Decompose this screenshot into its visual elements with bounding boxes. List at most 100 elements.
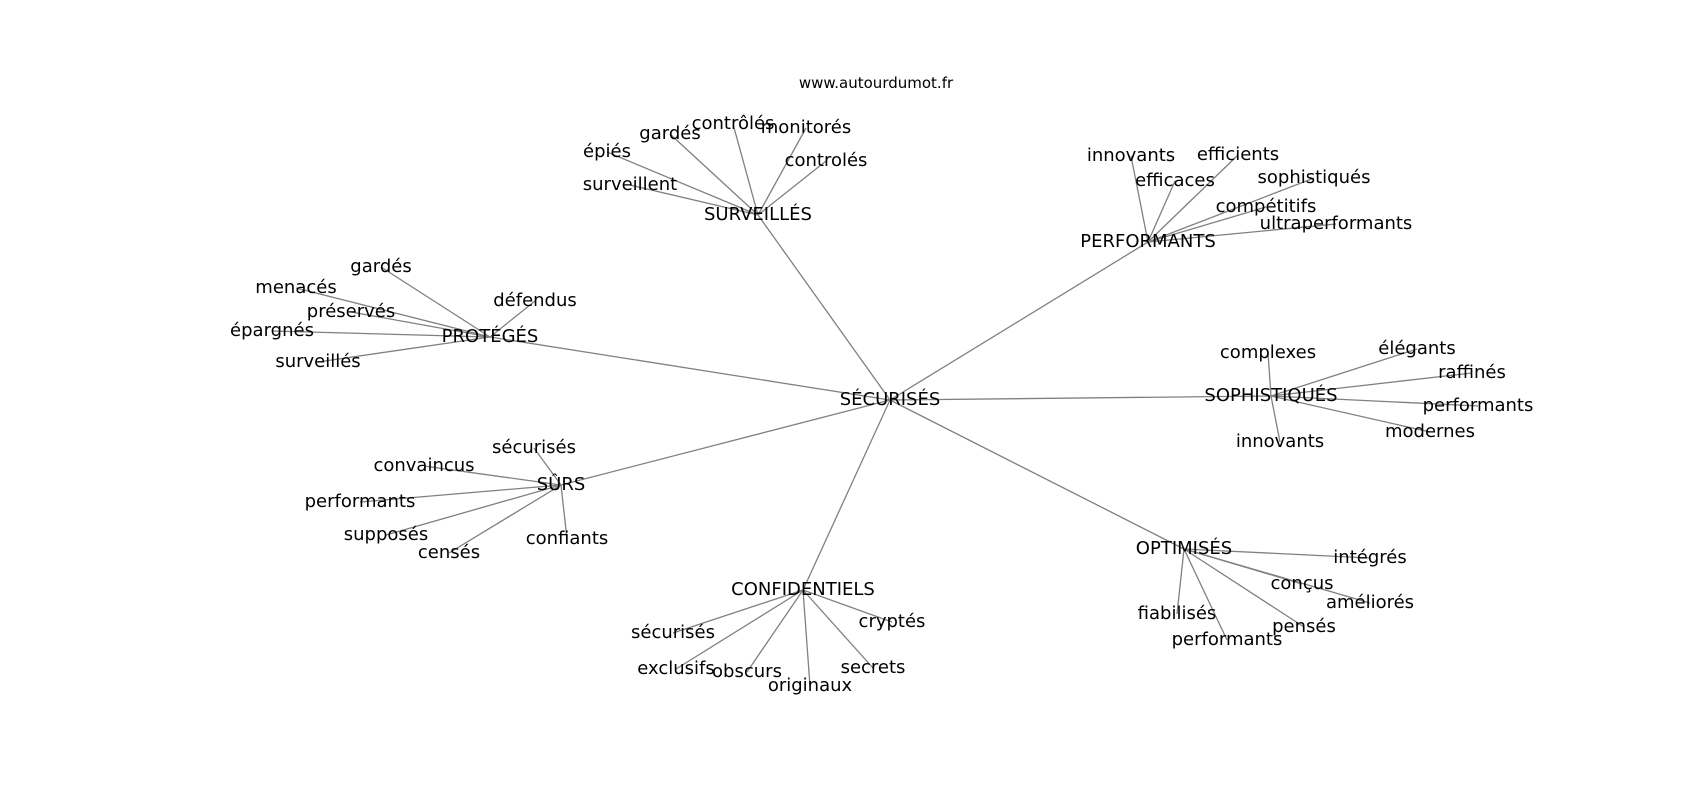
leaf-node-label: originaux bbox=[768, 675, 853, 696]
hub-node-label: CONFIDENTIELS bbox=[731, 579, 875, 600]
edge-hub-to-leaf bbox=[1267, 352, 1272, 397]
leaf-node-label: épargnés bbox=[230, 320, 314, 341]
edge-hub-to-leaf bbox=[533, 447, 562, 486]
leaf-node-label: ultraperformants bbox=[1260, 213, 1413, 234]
edge-hub-to-leaf bbox=[746, 589, 804, 673]
hub-node-label: PERFORMANTS bbox=[1080, 231, 1216, 252]
edge-hub-to-leaf bbox=[757, 160, 827, 216]
edge-hub-to-leaf bbox=[1270, 348, 1418, 397]
leaf-node-label: menacés bbox=[255, 277, 336, 298]
leaf-node-label: obscurs bbox=[712, 661, 782, 682]
edge-hub-to-leaf bbox=[1147, 223, 1337, 243]
edge-hub-to-leaf bbox=[757, 127, 807, 216]
leaf-node-label: sophistiqués bbox=[1258, 167, 1371, 188]
edge-hub-to-leaf bbox=[672, 589, 804, 634]
leaf-node-label: défendus bbox=[493, 290, 577, 311]
leaf-node-label: controlés bbox=[785, 150, 868, 171]
edge-hub-to-leaf bbox=[1270, 395, 1281, 443]
leaf-node-label: pensés bbox=[1272, 616, 1336, 637]
leaf-node-label: exclusifs bbox=[637, 658, 715, 679]
edge-hub-to-leaf bbox=[385, 484, 562, 536]
edge-hub-to-leaf bbox=[1183, 548, 1305, 628]
edge-hub-to-leaf bbox=[1147, 154, 1239, 243]
hub-node-label: SURVEILLÉS bbox=[704, 203, 812, 225]
leaf-node-label: convaincus bbox=[373, 455, 474, 476]
edge-hub-to-leaf bbox=[606, 151, 759, 216]
root-node-label: SÉCURISÉS bbox=[840, 388, 941, 410]
leaf-node-label: intégrés bbox=[1333, 547, 1406, 568]
leaf-node-label: supposés bbox=[344, 524, 428, 545]
edge-hub-to-leaf bbox=[271, 330, 491, 338]
leaf-node-label: censés bbox=[418, 542, 480, 563]
edge-hub-to-leaf bbox=[802, 589, 811, 687]
edge-hub-to-leaf bbox=[350, 311, 491, 338]
edge-hub-to-leaf bbox=[1183, 548, 1228, 641]
leaf-node-label: modernes bbox=[1385, 421, 1475, 442]
edge-root-to-hub bbox=[757, 214, 891, 401]
edge-hub-to-leaf bbox=[1270, 372, 1473, 397]
leaf-node-label: compétitifs bbox=[1216, 196, 1317, 217]
leaf-node-label: surveillés bbox=[275, 351, 360, 372]
edge-hub-to-leaf bbox=[675, 589, 804, 670]
edge-hub-to-leaf bbox=[317, 336, 491, 363]
leaf-node-label: performants bbox=[305, 491, 416, 512]
leaf-node-label: surveillent bbox=[583, 174, 677, 195]
graph-edges bbox=[271, 123, 1479, 687]
edge-hub-to-leaf bbox=[1176, 548, 1185, 615]
leaf-node-label: efficients bbox=[1197, 144, 1279, 165]
edge-hub-to-leaf bbox=[1147, 206, 1267, 243]
hub-node-label: SOPHISTIQUÉS bbox=[1204, 384, 1337, 406]
leaf-node-label: épiés bbox=[583, 141, 631, 162]
leaf-node-label: raffinés bbox=[1438, 362, 1506, 383]
edge-hub-to-leaf bbox=[295, 287, 491, 338]
leaf-node-label: préservés bbox=[307, 301, 395, 322]
edge-root-to-hub bbox=[889, 241, 1149, 401]
edge-hub-to-leaf bbox=[1147, 180, 1176, 243]
edge-hub-to-leaf bbox=[1147, 177, 1315, 243]
edge-hub-to-leaf bbox=[669, 133, 759, 216]
hub-node-label: SÛRS bbox=[537, 473, 586, 495]
leaf-node-label: améliorés bbox=[1326, 592, 1414, 613]
leaf-node-label: innovants bbox=[1236, 431, 1324, 452]
source-site-label: www.autourdumot.fr bbox=[799, 74, 954, 92]
edge-hub-to-leaf bbox=[489, 300, 536, 338]
edge-root-to-hub bbox=[560, 399, 891, 486]
leaf-node-label: contrôlés bbox=[692, 113, 775, 134]
leaf-node-label: sécurisés bbox=[492, 437, 576, 458]
leaf-node-label: gardés bbox=[639, 123, 700, 144]
leaf-node-label: complexes bbox=[1220, 342, 1316, 363]
leaf-node-label: monitorés bbox=[761, 117, 851, 138]
edge-root-to-hub bbox=[802, 399, 891, 591]
leaf-node-label: gardés bbox=[350, 256, 411, 277]
leaf-node-label: performants bbox=[1423, 395, 1534, 416]
edge-hub-to-leaf bbox=[802, 589, 893, 623]
edge-hub-to-leaf bbox=[448, 484, 562, 554]
leaf-node-label: efficaces bbox=[1135, 170, 1215, 191]
edge-hub-to-leaf bbox=[560, 484, 568, 540]
leaf-node-label: fiabilisés bbox=[1138, 603, 1217, 624]
hub-node-label: PROTÉGÉS bbox=[442, 325, 539, 347]
edge-root-to-hub bbox=[889, 395, 1272, 401]
edge-hub-to-leaf bbox=[732, 123, 759, 216]
leaf-node-label: cryptés bbox=[859, 611, 926, 632]
edge-hub-to-leaf bbox=[1183, 548, 1371, 559]
edge-hub-to-leaf bbox=[1270, 395, 1431, 433]
edge-hub-to-leaf bbox=[359, 484, 562, 503]
edge-hub-to-leaf bbox=[380, 266, 491, 338]
edge-root-to-hub bbox=[889, 399, 1185, 550]
leaf-node-label: sécurisés bbox=[631, 622, 715, 643]
edge-hub-to-leaf bbox=[629, 184, 759, 216]
leaf-node-label: innovants bbox=[1087, 145, 1175, 166]
leaf-node-label: secrets bbox=[841, 657, 906, 678]
leaf-node-label: élégants bbox=[1378, 338, 1455, 359]
leaf-node-label: performants bbox=[1172, 629, 1283, 650]
edge-hub-to-leaf bbox=[1270, 395, 1479, 407]
leaf-node-label: confiants bbox=[526, 528, 609, 549]
edge-hub-to-leaf bbox=[423, 465, 562, 486]
edge-hub-to-leaf bbox=[1183, 548, 1371, 604]
edge-hub-to-leaf bbox=[1130, 155, 1149, 243]
edge-hub-to-leaf bbox=[802, 589, 874, 669]
edge-root-to-hub bbox=[489, 336, 891, 401]
